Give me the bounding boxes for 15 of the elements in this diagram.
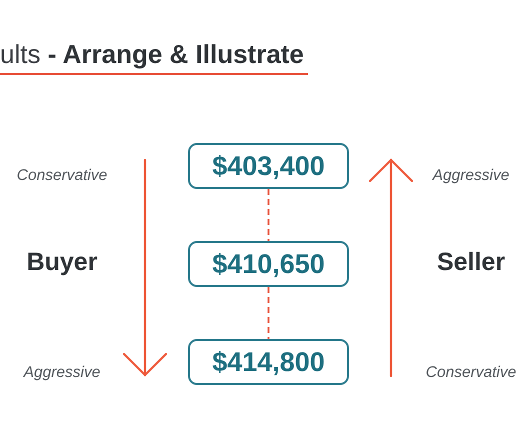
party-label: Buyer: [26, 248, 98, 276]
scale-end-label: Conservative: [16, 167, 108, 185]
dashed-connector: [268, 287, 270, 339]
scale-end-label: Aggressive: [24, 364, 100, 382]
scale-end-label: Conservative: [426, 364, 516, 382]
price-value: $414,800: [212, 347, 325, 377]
dashed-connector: [268, 189, 270, 241]
price-value: $403,400: [212, 151, 325, 181]
party-label: Seller: [436, 248, 506, 276]
scale-end-label: Aggressive: [432, 167, 510, 185]
price-box: [188, 339, 349, 385]
title: ults - Arrange & Illustrate: [0, 39, 308, 75]
price-box: [188, 143, 349, 189]
price-box: [188, 241, 349, 287]
price-value: $410,650: [212, 249, 325, 279]
